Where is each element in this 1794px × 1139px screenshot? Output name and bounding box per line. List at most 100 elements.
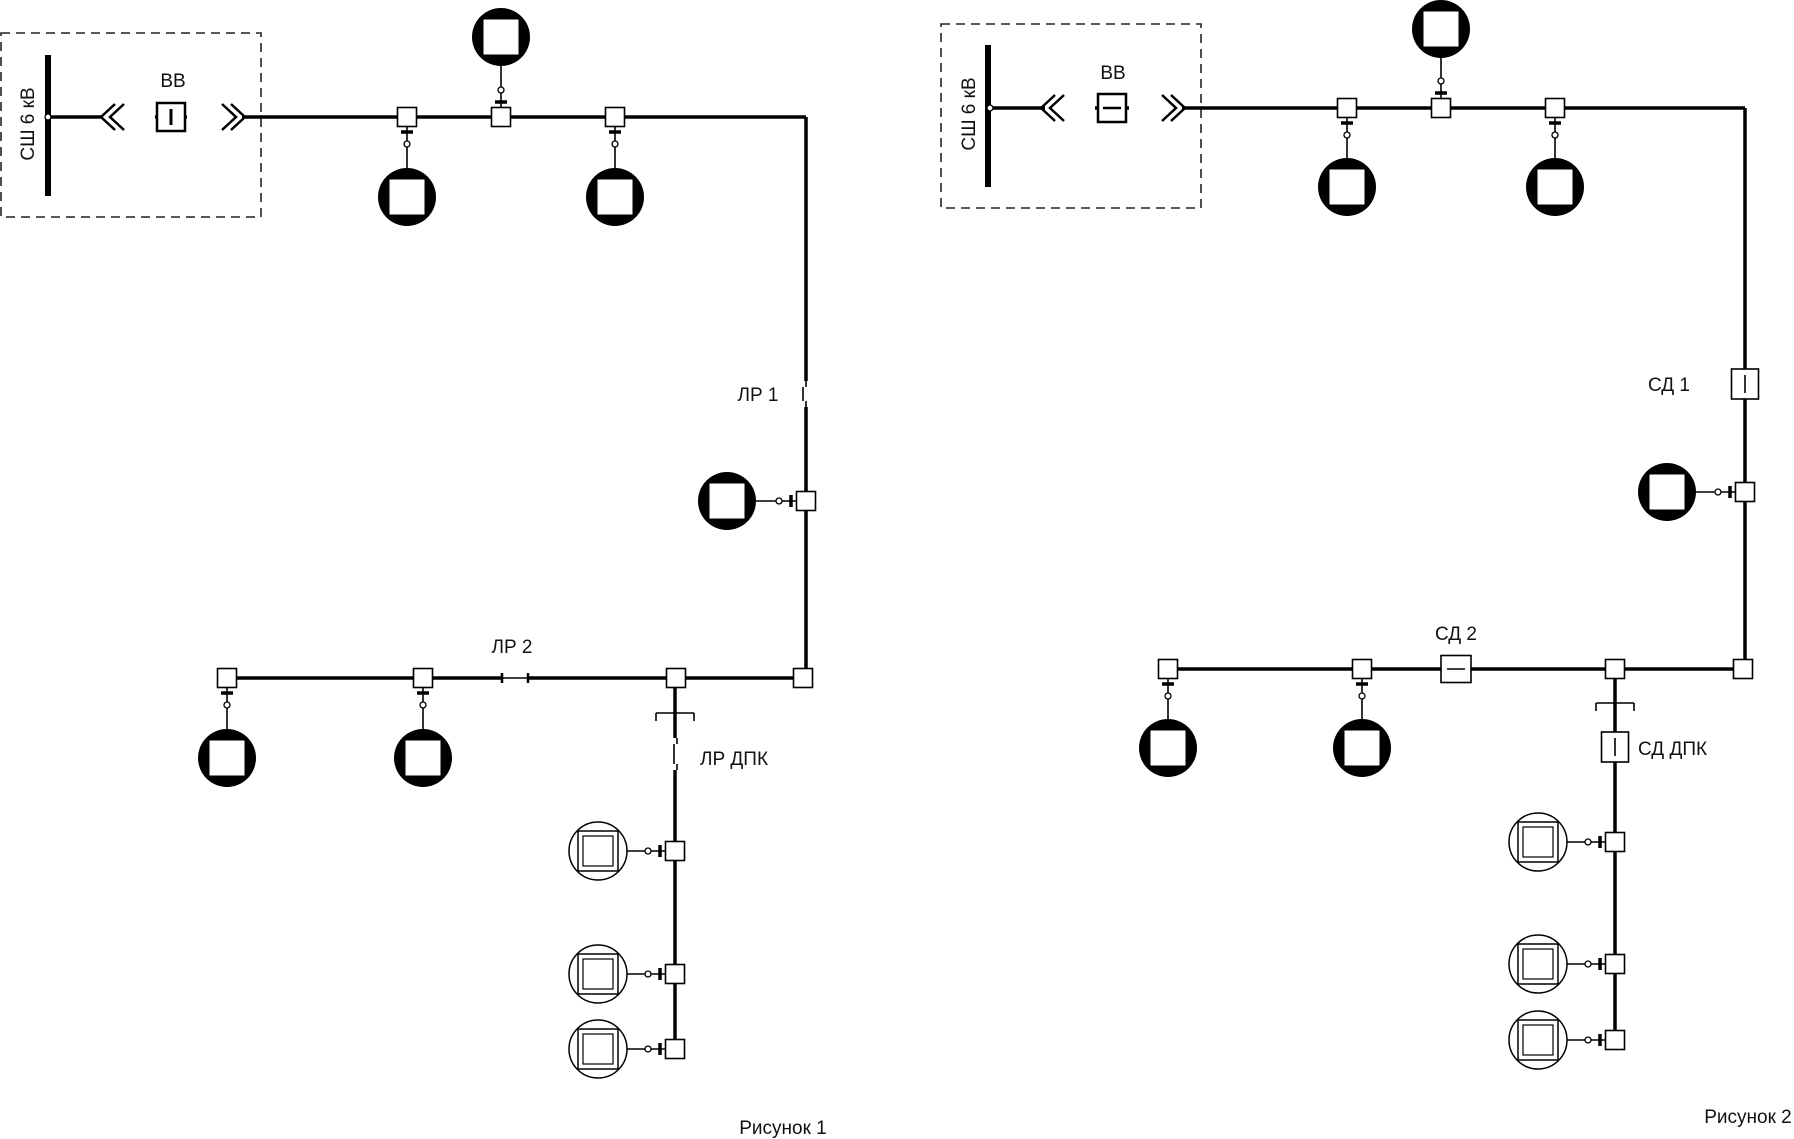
contact-circle [644,970,652,978]
chevron [221,103,238,131]
substation-boundary [0,32,262,218]
breaker-icon [155,101,187,133]
plug-connector-icon [1161,94,1187,122]
branch-load [1508,812,1605,872]
disconnector-icon [500,673,530,683]
load-square [483,19,519,55]
consumer-load [1638,463,1735,521]
junction-node [396,106,418,128]
junction-node [1544,97,1566,119]
branch-load [1508,1010,1605,1070]
contact-circle [403,140,411,148]
chevron [108,103,125,131]
branch-load [568,1019,665,1079]
load-square [1329,169,1365,205]
branch-load [568,944,665,1004]
junction-node [664,840,686,862]
consumer-load [394,688,452,787]
junction-node [216,667,238,689]
chevron [99,103,116,131]
consumer-load [1526,118,1584,216]
cable-termination-icon [655,712,695,721]
junction-node [1734,481,1756,503]
junction-node [604,106,626,128]
load-square [1537,169,1573,205]
load-inner-square [582,835,614,867]
contact-circle [1584,838,1592,846]
load-square [1150,730,1186,766]
breaker-label: ВВ [160,71,185,92]
figure-caption: Рисунок 2 [1704,1107,1792,1128]
junction-node [1732,658,1754,680]
switch-1-label: СД 1 [1648,375,1690,396]
figure-caption: Рисунок 1 [739,1118,827,1139]
contact-circle [1584,1036,1592,1044]
junction-node [1604,658,1626,680]
chevron [1170,94,1187,122]
junction-node [665,667,687,689]
switch-1-label: ЛР 1 [738,385,779,406]
consumer-load [198,688,256,787]
junction-node [1604,1029,1626,1051]
load-square [597,179,633,215]
consumer-load [1318,118,1376,216]
contact-circle [1164,692,1172,700]
load-square [709,483,745,519]
load-square [209,740,245,776]
junction-node [1351,658,1373,680]
load-square [405,740,441,776]
busbar-label: СШ 6 кВ [959,77,980,150]
branch-switch-label: ЛР ДПК [700,749,768,770]
chevron [1039,94,1056,122]
sectionalizer-box [1730,368,1760,400]
load-square [389,179,425,215]
junction-node [792,667,814,689]
consumer-load [1333,679,1391,777]
branch-load [1508,934,1605,994]
cable-termination-icon [1595,702,1635,711]
junction-node [1336,97,1358,119]
busbar-tap [986,104,994,112]
figure-1-diagram: СШ 6 кВ ВВ ЛР 1 ЛР 2 ЛР ДПК Рисунок 1 [0,8,827,1139]
junction-node [664,1038,686,1060]
consumer-load [378,127,436,226]
junction-node [664,963,686,985]
junction-node [1157,658,1179,680]
junction-node [795,490,817,512]
junction-node [1430,97,1452,119]
consumer-load [1139,679,1197,777]
contact-circle [775,497,783,505]
load-inner-square [582,1033,614,1065]
contact-circle [223,701,231,709]
consumer-load [1412,0,1470,98]
breaker-icon [1096,92,1128,124]
consumer-load [472,8,530,107]
substation-boundary [940,23,1202,209]
contact-circle [1714,488,1722,496]
chevron [1048,94,1065,122]
contact-circle [644,847,652,855]
disconnector-icon [802,381,807,407]
junction-node [412,667,434,689]
symbols [1039,0,1760,1070]
symbols [99,8,817,1079]
switch-2-label: СД 2 [1435,624,1477,645]
junction-node [1604,831,1626,853]
contact-circle [419,701,427,709]
contact-circle [1437,77,1445,85]
load-inner-square [1522,826,1554,858]
sectionalizer-icon [1600,731,1630,763]
switch-2-label: ЛР 2 [492,637,533,658]
busbar-tap [44,113,52,121]
plug-connector-icon [221,103,247,131]
contact-circle [644,1045,652,1053]
load-inner-square [582,958,614,990]
load-inner-square [1522,948,1554,980]
consumer-load [586,127,644,226]
junction-node [490,106,512,128]
breaker-box [155,101,187,133]
contact-circle [1584,960,1592,968]
contact-circle [497,86,505,94]
contact-circle [1343,131,1351,139]
